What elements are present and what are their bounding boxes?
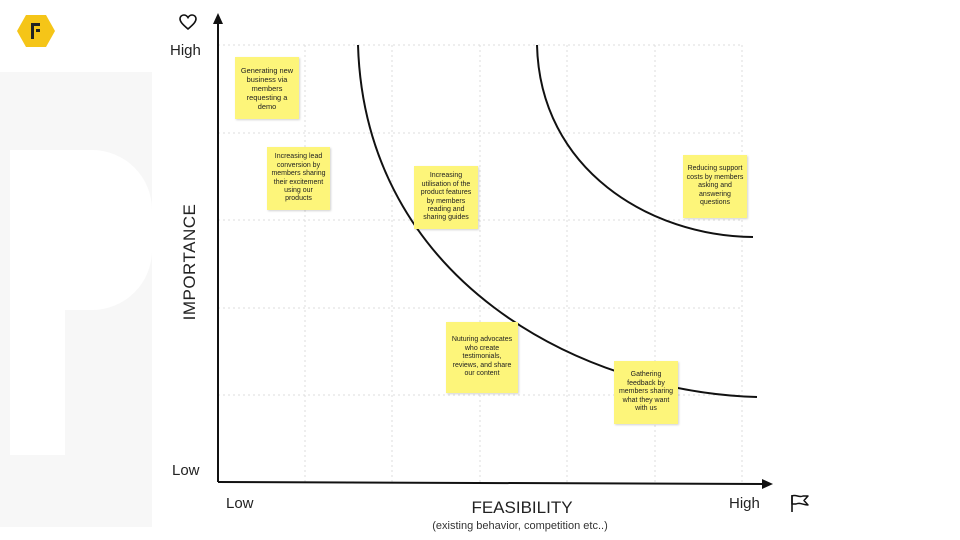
flag-icon — [791, 494, 809, 512]
curve-upper — [536, 44, 754, 238]
y-axis-arrow — [213, 13, 223, 24]
sticky-note-text: Generating new business via members requ… — [240, 65, 294, 111]
y-axis-title: IMPORTANCE — [180, 203, 199, 321]
y-low-label: Low — [172, 462, 200, 479]
sticky-note[interactable]: Gathering feedback by members sharing wh… — [614, 361, 678, 424]
sticky-note[interactable]: Increasing utilisation of the product fe… — [414, 166, 478, 229]
background-watermark-stem — [10, 150, 65, 455]
sticky-note-text: Increasing lead conversion by members sh… — [271, 153, 326, 203]
sticky-note-text: Increasing utilisation of the product fe… — [420, 172, 472, 222]
x-axis-title: FEASIBILITY — [471, 498, 573, 517]
heart-icon — [179, 14, 197, 31]
sticky-note[interactable]: Reducing support costs by members asking… — [683, 155, 747, 218]
sticky-note[interactable]: Nuturing advocates who create testimonia… — [446, 322, 518, 393]
sticky-note-text: Reducing support costs by members asking… — [686, 165, 744, 207]
sticky-note[interactable]: Increasing lead conversion by members sh… — [267, 147, 330, 210]
y-high-label: High — [170, 42, 201, 59]
x-high-label: High — [729, 495, 760, 512]
x-axis-arrow — [762, 479, 773, 489]
hexagon-logo-icon — [17, 15, 55, 47]
sticky-note-text: Gathering feedback by members sharing wh… — [618, 371, 674, 413]
x-axis-subtitle: (existing behavior, competition etc..) — [432, 520, 608, 532]
x-axis — [217, 481, 765, 485]
sticky-note-text: Nuturing advocates who create testimonia… — [451, 336, 513, 378]
sticky-note[interactable]: Generating new business via members requ… — [235, 57, 299, 119]
curve-lower — [357, 44, 758, 398]
x-low-label: Low — [226, 495, 254, 512]
